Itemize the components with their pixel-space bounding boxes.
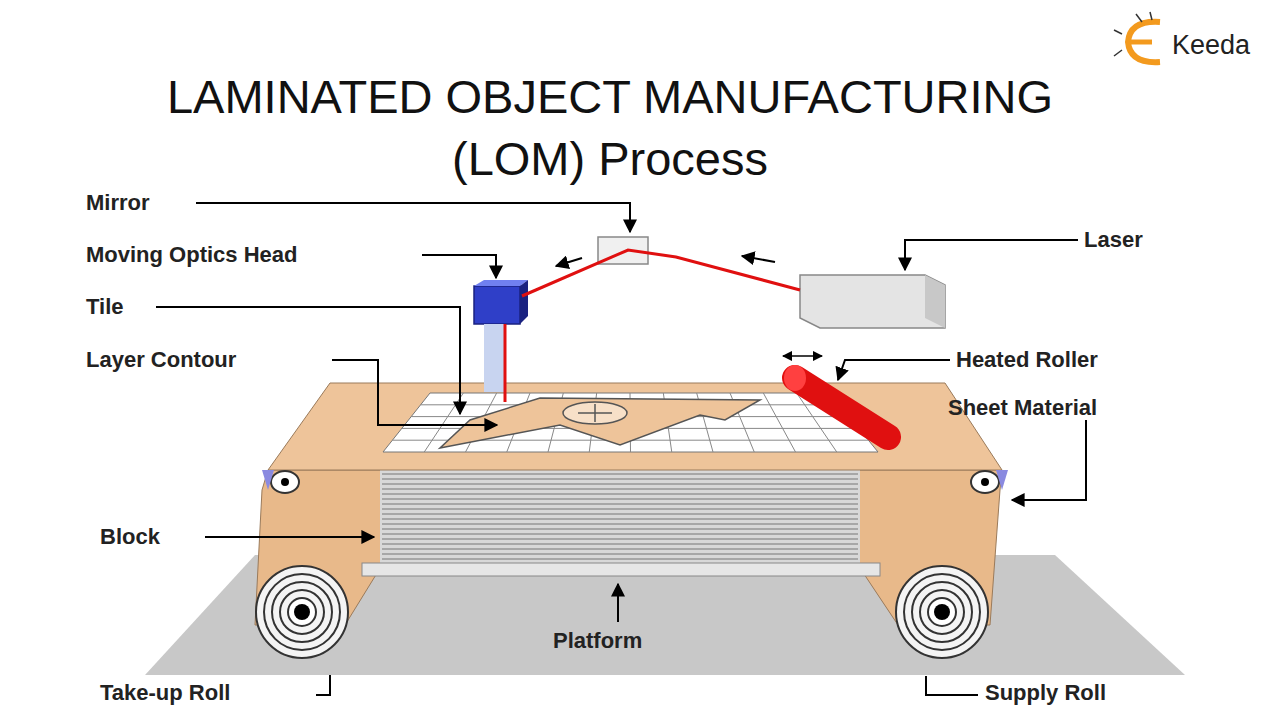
leader-line xyxy=(838,360,950,380)
laser xyxy=(800,275,945,328)
leader-line xyxy=(205,536,374,538)
part-label: Block xyxy=(100,524,160,550)
leader-line xyxy=(332,360,497,425)
roll-layer xyxy=(280,590,324,634)
take-up-roll xyxy=(256,566,348,658)
pulley-shade xyxy=(262,470,274,490)
pulley xyxy=(981,478,989,486)
roll-layer xyxy=(288,598,316,626)
optics-glow xyxy=(484,324,506,392)
supply-roll xyxy=(896,566,988,658)
laser-beam xyxy=(522,250,800,296)
leader-line xyxy=(905,240,1078,270)
beam-arrow xyxy=(742,256,775,262)
logo-text: Keeda xyxy=(1172,30,1250,61)
roll-layer xyxy=(920,590,964,634)
block-layer xyxy=(382,543,858,544)
part-label: Tile xyxy=(86,294,124,320)
leader-line xyxy=(316,675,330,695)
tile-grid-lines xyxy=(392,393,868,452)
roll-layer xyxy=(912,582,972,642)
part-label: Supply Roll xyxy=(985,680,1106,706)
pulley xyxy=(271,471,299,493)
block-layer xyxy=(382,488,858,489)
roll-layer xyxy=(904,574,980,650)
optics-head xyxy=(474,286,520,324)
layer-contour xyxy=(440,398,760,448)
block-layer xyxy=(382,518,858,519)
roll-hub xyxy=(934,604,950,620)
block-layer xyxy=(382,523,858,524)
block-layer xyxy=(382,503,858,504)
block-layer xyxy=(382,528,858,529)
part-label: Heated Roller xyxy=(956,347,1098,373)
logo-mark xyxy=(1128,22,1160,62)
block-layer xyxy=(382,558,858,559)
block-layer xyxy=(382,538,858,539)
roll-layer xyxy=(264,574,340,650)
laser-beam xyxy=(504,324,507,402)
heated-roller xyxy=(795,378,888,437)
grid-line xyxy=(763,393,795,452)
contour-hole xyxy=(563,402,627,424)
block-layer xyxy=(382,533,858,534)
optics-head-side xyxy=(520,280,528,324)
block-layer xyxy=(382,478,858,479)
block-layer xyxy=(382,548,858,549)
motion-arrow xyxy=(783,355,822,357)
leader-lines xyxy=(156,203,1086,695)
platform xyxy=(362,563,880,576)
roll-layer xyxy=(896,566,988,658)
leader-line xyxy=(196,203,630,232)
block-layer xyxy=(382,513,858,514)
block-layer xyxy=(382,508,858,509)
pulley xyxy=(281,478,289,486)
part-label: Layer Contour xyxy=(86,347,236,373)
leader-line xyxy=(926,676,978,695)
leader-line xyxy=(1012,420,1086,500)
part-label: Moving Optics Head xyxy=(86,242,297,268)
heated-roller-end xyxy=(784,365,806,391)
block-layers xyxy=(382,474,858,559)
laser-side xyxy=(925,275,945,328)
pulley-shade xyxy=(996,470,1008,490)
logo-mark xyxy=(1130,40,1152,45)
block-layer xyxy=(382,473,858,474)
block-layer xyxy=(382,483,858,484)
roll-hub xyxy=(294,604,310,620)
block xyxy=(380,470,860,565)
logo-mark xyxy=(1114,12,1152,56)
floor xyxy=(145,555,1185,675)
block-layer xyxy=(382,553,858,554)
leader-line xyxy=(422,255,496,278)
roll-layer xyxy=(272,582,332,642)
roll-layer xyxy=(928,598,956,626)
leader-line xyxy=(617,584,619,622)
part-label: Laser xyxy=(1084,227,1143,253)
part-label: Sheet Material xyxy=(948,395,1097,421)
beam-arrow xyxy=(556,258,582,266)
tile-grid xyxy=(383,393,878,452)
roll-layer xyxy=(256,566,348,658)
optics-head-top xyxy=(474,280,528,286)
pulley xyxy=(971,471,999,493)
block-layer xyxy=(382,498,858,499)
part-label: Mirror xyxy=(86,190,150,216)
part-label: Platform xyxy=(553,628,642,654)
title: LAMINATED OBJECT MANUFACTURING (LOM) Pro… xyxy=(110,66,1110,190)
contour-hole xyxy=(578,404,612,422)
block-layer xyxy=(382,493,858,494)
part-label: Take-up Roll xyxy=(100,680,230,706)
